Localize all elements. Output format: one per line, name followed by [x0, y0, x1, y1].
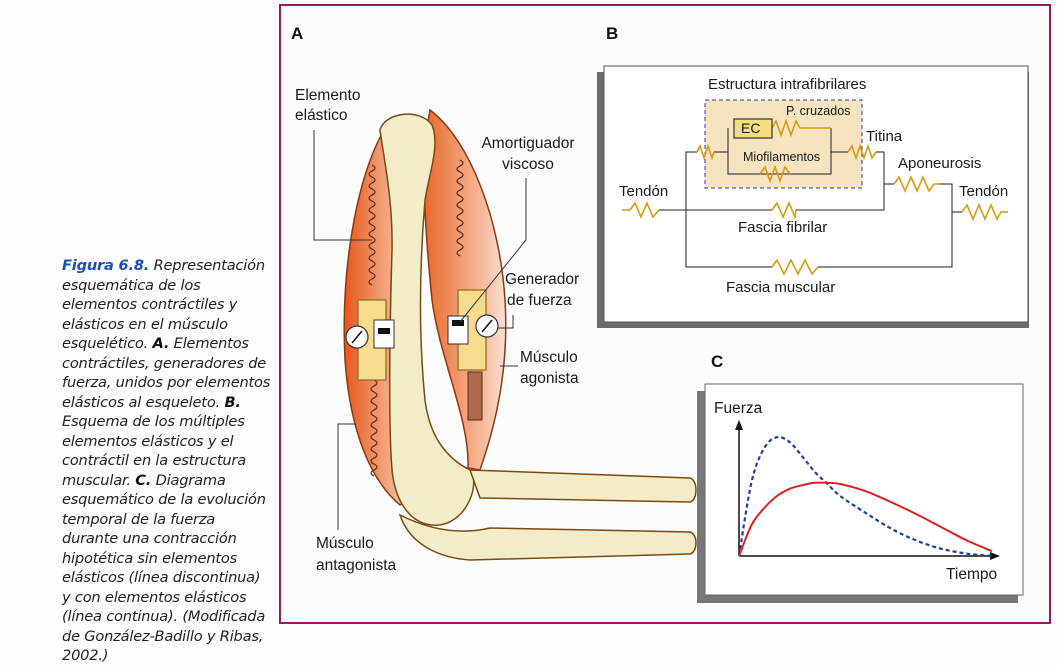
forearm-bone-lower — [398, 513, 697, 561]
y-axis-arrow — [735, 420, 743, 430]
series-line-dashed — [737, 435, 993, 558]
tendon-left-label: Tendón — [619, 183, 669, 200]
spring-muscle-fascia — [771, 258, 819, 276]
panel-c-chart — [697, 383, 1024, 603]
agonist-upper-spring — [456, 159, 464, 257]
spring-titin-left — [696, 143, 715, 161]
y-axis-label: Fuerza — [714, 400, 763, 417]
ec-box — [733, 118, 773, 139]
forearm-bone-upper — [468, 469, 697, 503]
aponeurosis-label: Aponeurosis — [898, 155, 982, 172]
myofilaments-label: Miofilamentos — [743, 150, 821, 164]
leader-antagonist — [337, 423, 356, 530]
panel-b-diagram — [597, 65, 1029, 328]
spring-aponeurosis — [893, 174, 940, 194]
label-generator-line2: de fuerza — [507, 292, 572, 309]
label-antagonist-line2: antagonista — [316, 557, 397, 574]
leader-damper — [459, 178, 527, 323]
ec-label: EC — [741, 120, 761, 136]
antagonist-force-gauge — [345, 325, 369, 349]
muscle-fascia-label: Fascia muscular — [726, 279, 836, 296]
x-axis-arrow — [990, 552, 1000, 560]
label-generator-line1: Generador — [505, 271, 580, 288]
caption-a-text: Elementos contráctiles, generadores de f… — [62, 335, 271, 411]
panel-a-illustration — [313, 108, 697, 561]
agonist-force-gauge — [475, 314, 499, 338]
label-damper-line2: viscoso — [502, 156, 554, 173]
panel-b-letter: B — [606, 24, 619, 43]
antagonist-upper-spring — [368, 164, 376, 286]
caption-b-label: B. — [224, 393, 241, 411]
leader-generator — [498, 315, 514, 329]
caption-c-label: C. — [135, 471, 152, 489]
caption-intro: Representación esquemática de los elemen… — [62, 257, 265, 352]
fibrillar-fascia-label: Fascia fibrilar — [738, 219, 828, 236]
label-elastic-element-line2: elástico — [295, 107, 348, 124]
label-damper-line1: Amortiguador — [481, 135, 575, 152]
spring-tendon-left — [622, 200, 660, 220]
spring-fibrillar-fascia — [771, 200, 797, 220]
springs — [622, 118, 1008, 276]
x-axis-label: Tiempo — [946, 566, 998, 583]
panel-c-letter: C — [711, 352, 724, 371]
series-line-solid — [738, 481, 993, 557]
agonist-lower-spring — [467, 371, 483, 421]
intrafibrillar-title: Estructura intrafibrilares — [708, 76, 867, 93]
leader-elastic-element — [313, 130, 372, 241]
antagonist-lower-spring — [370, 379, 378, 477]
label-antagonist-line1: Músculo — [316, 535, 374, 552]
cross-bridges-label: P. cruzados — [786, 104, 851, 118]
spring-myofilaments — [759, 164, 791, 184]
spring-cross-bridges — [771, 118, 831, 138]
chart-box — [704, 383, 1024, 596]
agonist-dashpot — [447, 315, 469, 345]
label-agonist-line2: agonista — [520, 370, 579, 387]
spring-tendon-right — [961, 202, 1008, 222]
figure-label: Figura 6.8. — [62, 257, 150, 274]
caption-a-label: A. — [152, 335, 170, 352]
figure-caption: Figura 6.8. Representación esquemática d… — [62, 256, 272, 666]
titin-label: Titina — [866, 128, 903, 145]
label-agonist-line1: Músculo — [520, 349, 578, 366]
label-elastic-element-line1: Elemento — [295, 87, 361, 104]
tendon-right-label: Tendón — [959, 183, 1009, 200]
caption-b-text: Esquema de los múltiples elementos elást… — [62, 413, 246, 489]
antagonist-dashpot — [373, 319, 395, 349]
panel-a-letter: A — [291, 24, 304, 43]
spring-titin-right — [847, 143, 877, 161]
